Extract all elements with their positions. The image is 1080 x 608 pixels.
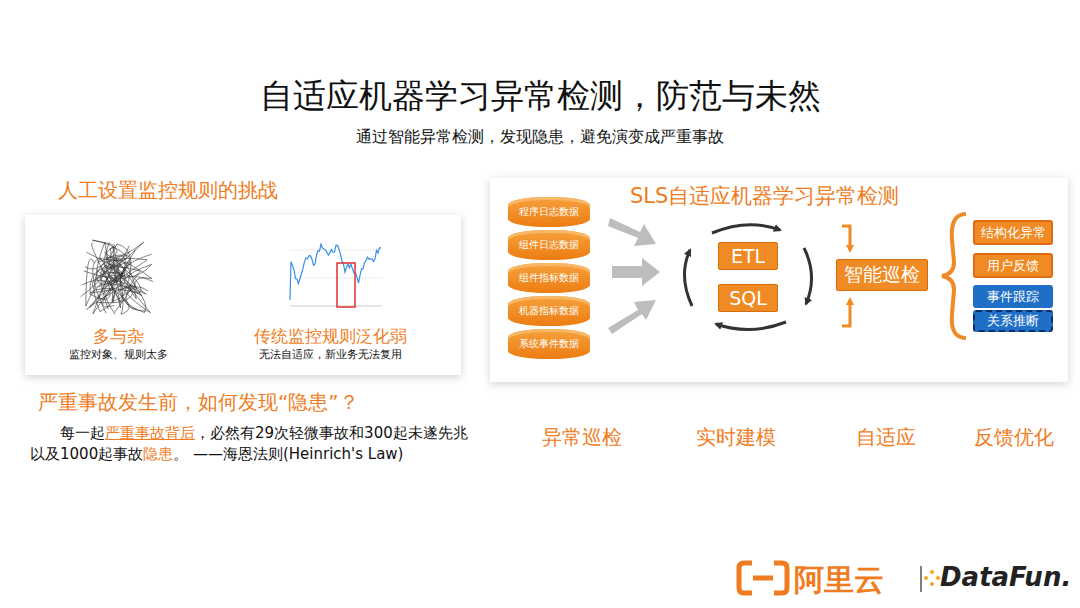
stage-label: 反馈优化 xyxy=(974,424,1054,451)
process-box: 用户反馈 xyxy=(973,253,1053,278)
panel-note: 监控对象、规则太多 xyxy=(69,347,168,362)
cycle-arrows xyxy=(684,225,811,330)
box-label: 程序日志数据 xyxy=(519,205,579,219)
panel: 人工设置监控规则的挑战多与杂监控对象、规则太多传统监控规则泛化弱无法自适应，新业… xyxy=(25,215,461,375)
data-cylinder: 机器指标数据 xyxy=(508,296,590,326)
subtitle: 通过智能异常检测，发现隐患，避免演变成严重事故 xyxy=(356,127,724,148)
process-box: 结构化异常 xyxy=(973,220,1053,245)
datafun-mark xyxy=(924,570,940,586)
box-label: 组件日志数据 xyxy=(519,238,579,252)
brand-logo: 阿里云 xyxy=(794,560,884,601)
highlight-text: 隐患 xyxy=(143,445,173,463)
panel-note: 无法自适应，新业务无法复用 xyxy=(259,347,402,362)
box-label: 机器指标数据 xyxy=(519,304,579,318)
panel-caption: 传统监控规则泛化弱 xyxy=(254,325,407,348)
data-cylinder: 系统事件数据 xyxy=(508,329,590,359)
box-label: 智能巡检 xyxy=(844,262,920,288)
quote-paragraph: 每一起严重事故背后，必然有29次轻微事故和300起未遂先兆以及1000起事故隐患… xyxy=(30,423,480,465)
section-heading: 人工设置监控规则的挑战 xyxy=(58,177,278,204)
data-cylinder: 组件指标数据 xyxy=(508,263,590,293)
data-cylinder: 程序日志数据 xyxy=(508,197,590,227)
stage-label: 实时建模 xyxy=(696,424,776,451)
panel-caption: 多与杂 xyxy=(93,325,144,348)
slide-title: 自适应机器学习异常检测，防范与未然 xyxy=(0,74,1080,119)
highlight-text: 严重事故背后 xyxy=(105,424,195,442)
box-label: 组件指标数据 xyxy=(519,271,579,285)
panel-heading: SLS自适应机器学习异常检测 xyxy=(630,182,899,210)
input-arrows xyxy=(608,218,660,334)
process-box: 智能巡检 xyxy=(836,259,928,291)
body-text: 每一起 xyxy=(60,424,105,442)
box-label: 结构化异常 xyxy=(981,224,1046,242)
aliyun-logo-icon xyxy=(739,563,787,593)
tangle-illustration xyxy=(81,240,153,314)
box-label: ETL xyxy=(731,245,765,267)
chart-illustration xyxy=(290,244,382,307)
process-box: 事件跟踪 xyxy=(973,285,1053,308)
box-label: SQL xyxy=(729,287,767,309)
logo-divider xyxy=(920,566,922,592)
box-label: 用户反馈 xyxy=(987,257,1039,275)
process-box: ETL xyxy=(718,242,778,270)
stage-label: 自适应 xyxy=(856,424,916,451)
right-panel-ground xyxy=(490,178,1068,382)
body-text: 。 ——海恩法则(Heinrich's Law) xyxy=(173,445,403,463)
left-panel-ground xyxy=(25,215,461,375)
question-heading: 严重事故发生前，如何发现“隐患”？ xyxy=(38,389,359,416)
stage-label: 异常巡检 xyxy=(542,424,622,451)
curly-bracket xyxy=(942,214,966,338)
brand-logo: DataFun. xyxy=(940,562,1071,592)
process-box: SQL xyxy=(718,284,778,312)
panel: SLS自适应机器学习异常检测程序日志数据组件日志数据组件指标数据机器指标数据系统… xyxy=(490,178,1068,382)
box-label: 事件跟踪 xyxy=(987,288,1039,306)
data-cylinder: 组件日志数据 xyxy=(508,230,590,260)
box-label: 系统事件数据 xyxy=(519,337,579,351)
process-box: 关系推断 xyxy=(973,310,1053,332)
box-label: 关系推断 xyxy=(987,312,1039,330)
